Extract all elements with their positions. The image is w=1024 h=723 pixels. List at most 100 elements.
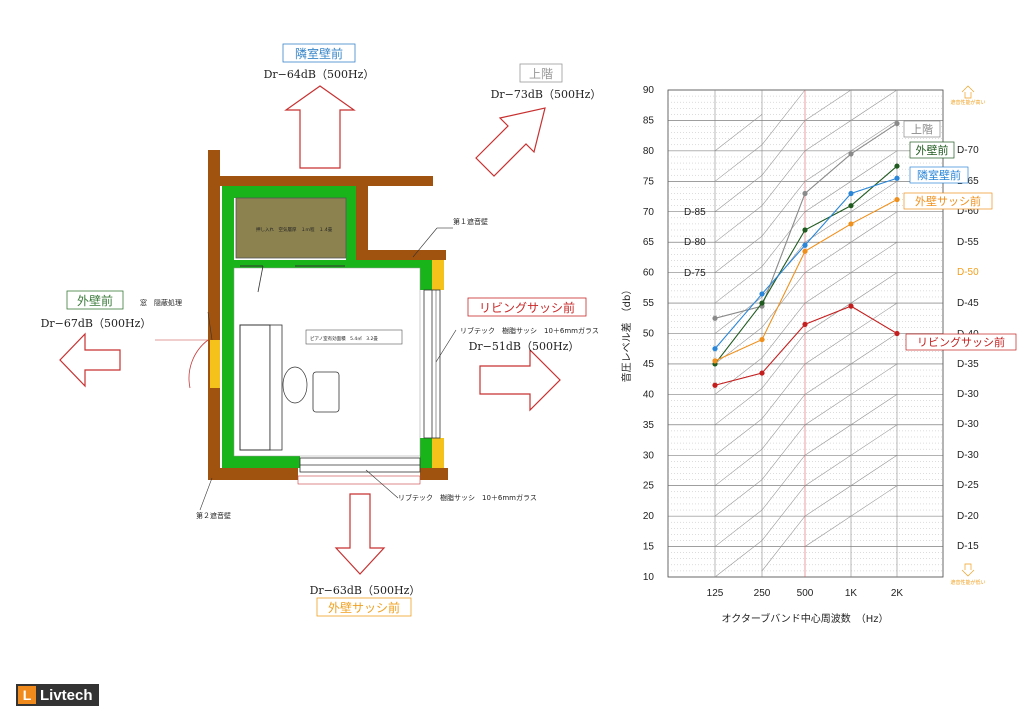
series-point xyxy=(848,190,854,197)
series-point xyxy=(802,227,808,233)
y-tick-label: 25 xyxy=(643,481,655,492)
outer-wall-top xyxy=(208,176,433,186)
leader-dai1 xyxy=(412,227,438,258)
y-tick-label: 75 xyxy=(643,176,655,187)
series-point xyxy=(712,315,718,321)
plan-arrows xyxy=(59,85,561,575)
outer-wall-notch xyxy=(356,176,368,256)
series-point xyxy=(894,175,900,181)
y-tick-label: 50 xyxy=(643,329,655,340)
pianist xyxy=(282,366,308,404)
inner-wall-notch xyxy=(346,186,356,260)
arrow-right xyxy=(479,348,561,412)
up-arrow-icon xyxy=(961,85,975,99)
label-gaiheki-sash-name: 外壁サッシ前 xyxy=(328,600,400,615)
logo-mark: L xyxy=(18,686,36,704)
d-curve xyxy=(714,150,898,304)
note-dai2: 第２遮音壁 xyxy=(196,511,231,520)
label-joukai-value: Dr−73dB（500Hz） xyxy=(491,88,602,101)
inner-wall-left xyxy=(222,186,234,466)
d-label-right: D-30 xyxy=(957,389,979,400)
note-sash-bottom: リブテック 樹脂サッシ 10＋6mmガラス xyxy=(398,493,537,502)
d-curve xyxy=(714,89,852,212)
leader-mado xyxy=(207,311,213,341)
y-tick-label: 20 xyxy=(643,511,655,522)
x-axis-label: オクターブバンド中心周波数 （Hz） xyxy=(721,612,888,625)
floor-plan: 押し入れ 空気層厚 １ｍ程 １.4畳 ピアノ室有効面積 5.4㎡ 3.2畳 第１… xyxy=(140,150,599,520)
label-box-rinshitsu xyxy=(282,43,356,63)
d-label-left: D-85 xyxy=(684,207,706,218)
series-point xyxy=(759,370,765,376)
piano-label-box xyxy=(305,329,403,345)
series-point xyxy=(802,248,808,254)
arrow-upper-right xyxy=(475,107,546,177)
inner-wall-bottom xyxy=(222,456,300,468)
d-label-right: D-55 xyxy=(957,237,979,248)
x-tick-label: 125 xyxy=(707,588,724,599)
series-point xyxy=(759,300,765,306)
d-label-right: D-30 xyxy=(957,450,979,461)
d-curve xyxy=(761,454,898,572)
series-point xyxy=(712,382,718,388)
label-gaiheki-value: Dr−67dB（500Hz） xyxy=(41,317,152,330)
label-gaiheki-sash-value: Dr−63dB（500Hz） xyxy=(310,584,421,597)
arrow-left xyxy=(59,332,121,388)
piano-keys xyxy=(269,324,283,451)
d-label-right: D-35 xyxy=(957,359,979,370)
label-joukai-name: 上階 xyxy=(529,66,553,81)
series-point xyxy=(894,196,900,203)
inner-wall-right-top xyxy=(420,260,432,290)
y-tick-label: 35 xyxy=(643,420,655,431)
series-point xyxy=(712,358,718,364)
label-gaiheki-name: 外壁前 xyxy=(77,293,113,308)
d-curve xyxy=(714,114,763,152)
d-label-left: D-80 xyxy=(684,237,706,248)
label-box-joukai xyxy=(519,63,563,83)
door-swing xyxy=(257,265,264,293)
series-point xyxy=(894,330,900,337)
note-dai1: 第１遮音壁 xyxy=(453,217,488,226)
outer-wall-step xyxy=(356,250,446,260)
x-tick-label: 2K xyxy=(891,588,904,599)
y-tick-label: 85 xyxy=(643,115,655,126)
top-note: 遮音性能が高い xyxy=(950,99,985,106)
d-curve xyxy=(714,120,898,273)
series-label: リビングサッシ前 xyxy=(917,335,1005,349)
label-box-gaiheki-sash xyxy=(316,597,412,617)
label-box-gaiheki xyxy=(66,290,124,310)
inner-wall-top xyxy=(222,186,356,198)
series-point xyxy=(802,190,808,197)
leader-sash-bottom xyxy=(365,469,399,499)
series-point xyxy=(759,336,765,343)
d-label-right: D-50 xyxy=(957,267,979,278)
d-label-right: D-70 xyxy=(957,145,979,156)
label-living-name: リビングサッシ前 xyxy=(479,300,575,315)
logo-text: Livtech xyxy=(40,686,93,704)
series-label-box xyxy=(909,141,955,159)
d-curve xyxy=(714,394,898,547)
note-sash-right: リブテック 樹脂サッシ 10＋6mmガラス xyxy=(460,326,599,335)
d-curve xyxy=(714,333,898,486)
outer-wall-bottom-left xyxy=(208,468,298,480)
outer-wall-bottom-right xyxy=(420,468,448,480)
leader-sash-right xyxy=(435,329,457,363)
y-tick-label: 55 xyxy=(643,298,655,309)
y-tick-label: 45 xyxy=(643,359,655,370)
bottom-note: 遮音性能が低い xyxy=(950,579,985,586)
post-left xyxy=(210,340,220,388)
livtech-logo: L Livtech xyxy=(16,684,99,706)
series-point xyxy=(848,203,854,209)
d-curve xyxy=(714,424,898,578)
d-curve xyxy=(714,89,898,243)
series-label-box xyxy=(903,192,993,210)
series-point xyxy=(894,163,900,169)
d-curve xyxy=(714,272,898,426)
d-label-right: D-30 xyxy=(957,419,979,430)
series-point xyxy=(759,291,765,297)
series-label-box xyxy=(909,166,969,184)
inner-wall-step xyxy=(234,260,422,268)
y-tick-label: 60 xyxy=(643,268,655,279)
d-curve xyxy=(714,363,898,517)
series-point xyxy=(848,221,854,227)
y-tick-label: 80 xyxy=(643,146,655,157)
